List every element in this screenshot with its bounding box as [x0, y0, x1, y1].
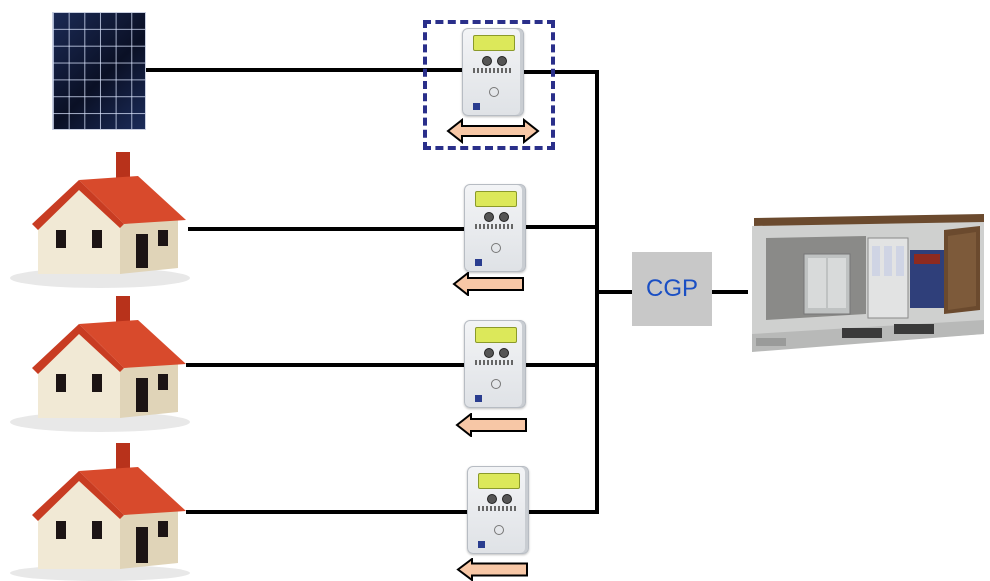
- electricity-meter-icon: [462, 28, 524, 116]
- wire-meter4-bus: [528, 510, 599, 514]
- solar-panel-icon: [52, 12, 146, 130]
- cgp-label: CGP: [645, 275, 698, 302]
- electricity-meter-icon: [467, 466, 529, 554]
- house-icon: [10, 443, 190, 581]
- bidirectional-arrow-icon: [446, 118, 540, 144]
- wire-meter1-bus: [524, 70, 599, 74]
- wire-solar-meter: [146, 68, 462, 72]
- wire-cgp-substation: [712, 290, 748, 294]
- house-icon: [10, 152, 190, 288]
- wire-house2-meter: [186, 363, 468, 367]
- generation-meter-frame: [423, 20, 555, 150]
- wire-bus-cgp: [595, 290, 632, 294]
- left-arrow-icon: [452, 272, 524, 296]
- left-arrow-icon: [456, 558, 528, 581]
- left-arrow-icon: [455, 413, 527, 437]
- electricity-meter-icon: [464, 320, 526, 408]
- wire-house1-meter: [188, 227, 468, 231]
- house-icon: [10, 296, 190, 432]
- wire-meter3-bus: [522, 363, 599, 367]
- wire-house3-meter: [186, 510, 470, 514]
- transformer-substation-icon: [752, 214, 984, 352]
- wire-meter2-bus: [522, 225, 599, 229]
- cgp-box: CGP: [632, 252, 712, 326]
- electricity-meter-icon: [464, 184, 526, 272]
